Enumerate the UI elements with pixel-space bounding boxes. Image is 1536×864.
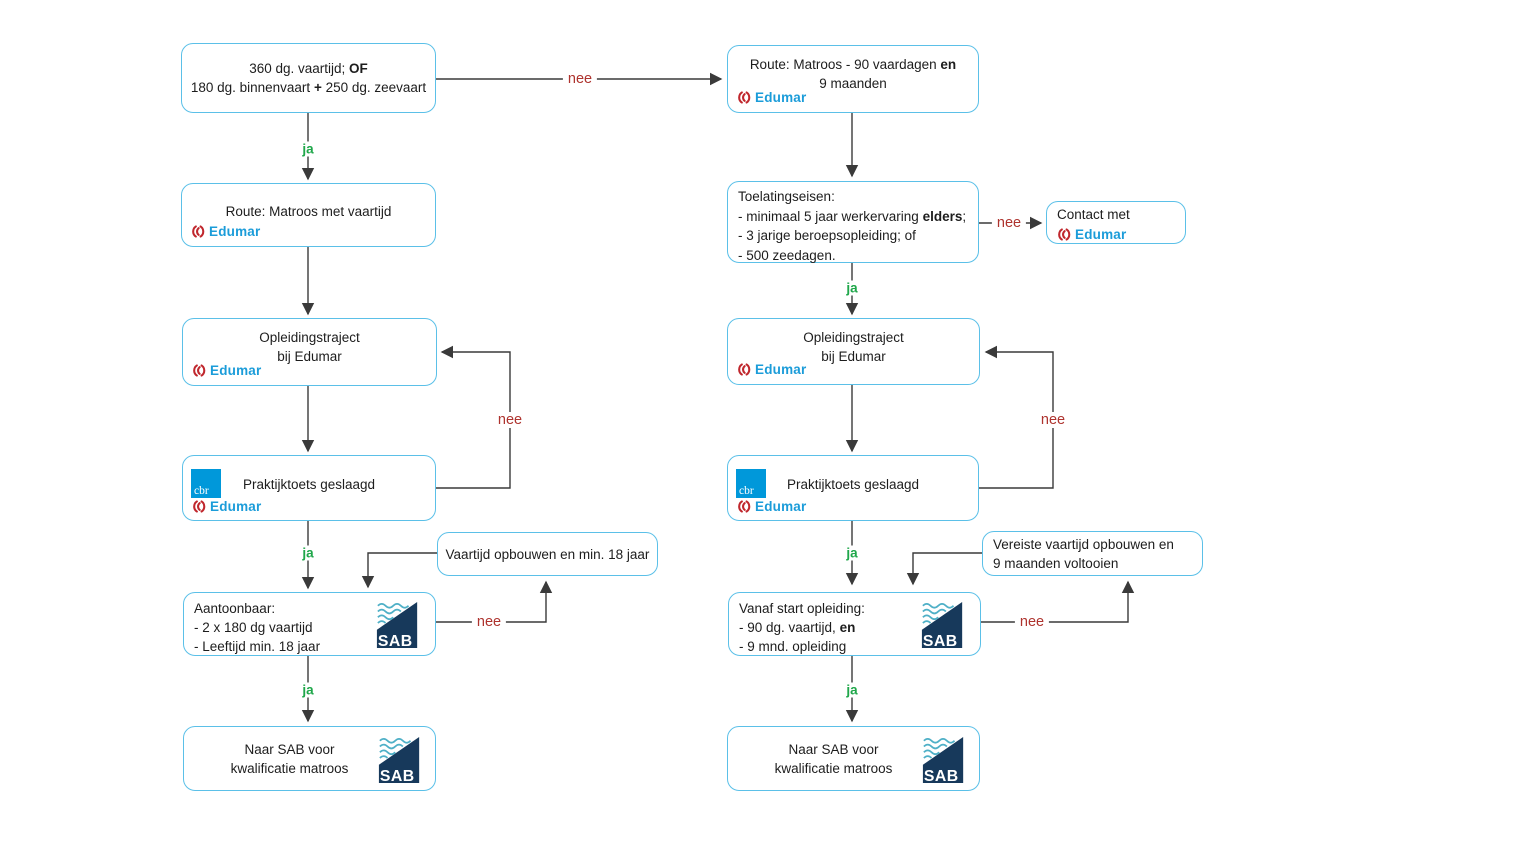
edumar-logo: Edumar	[737, 497, 806, 516]
edumar-logo-text: Edumar	[755, 362, 807, 377]
node-text-line: - Leeftijd min. 18 jaar	[194, 639, 321, 654]
edge-label-nee: nee	[1035, 412, 1071, 428]
node-text-line: - minimaal 5 jaar werkervaring elders;	[738, 208, 967, 224]
node-text-line: - 90 dg. vaartijd, en	[739, 620, 856, 635]
edge-label-ja: ja	[841, 280, 863, 296]
node-toelatingseisen: Toelatingseisen: - minimaal 5 jaar werke…	[727, 181, 979, 263]
edumar-logo-text: Edumar	[755, 499, 807, 514]
node-text-line: 360 dg. vaartijd; OF	[249, 61, 368, 76]
edumar-logo-icon	[1058, 228, 1071, 241]
sab-logo: SAB	[378, 736, 420, 784]
sab-logo-waves	[379, 738, 412, 759]
edumar-logo-text: Edumar	[210, 499, 262, 514]
edumar-logo-icon	[193, 364, 206, 377]
node-text-line: 180 dg. binnenvaart + 250 dg. zeevaart	[190, 80, 427, 95]
edumar-logo: Edumar	[737, 88, 806, 107]
edge-vereistebox-to-vanafstart	[906, 552, 982, 586]
edumar-logo: Edumar	[1057, 225, 1177, 244]
node-text-line: Route: Matroos - 90 vaardagen en	[749, 57, 957, 72]
sab-logo: SAB	[922, 736, 964, 784]
edge-label-ja: ja	[841, 545, 863, 561]
node-text-line: - 9 mnd. opleiding	[739, 639, 847, 654]
sab-logo-text: SAB	[924, 768, 959, 784]
node-text-line: kwalificatie matroos	[774, 760, 893, 776]
edge-label-nee: nee	[562, 71, 598, 87]
edumar-logo-text: Edumar	[1075, 227, 1127, 242]
edge-label-ja: ja	[297, 545, 319, 561]
node-naar-sab-left: Naar SAB voor kwalificatie matroos SAB	[183, 726, 436, 791]
node-text-line: Aantoonbaar:	[194, 601, 276, 616]
node-praktijktoets-right: cbr Praktijktoets geslaagd Edumar	[727, 455, 979, 521]
node-route-matroos-vaardagen: Route: Matroos - 90 vaardagen en 9 maand…	[727, 45, 979, 113]
edumar-logo: Edumar	[737, 360, 806, 379]
edge-label-nee: nee	[1014, 614, 1050, 630]
node-text-line: Vereiste vaartijd opbouwen en	[993, 537, 1174, 552]
node-praktijktoets-left: cbr Praktijktoets geslaagd Edumar	[182, 455, 436, 521]
edge-label-nee: nee	[991, 215, 1027, 231]
sab-logo-waves	[377, 603, 410, 624]
sab-logo-text: SAB	[378, 633, 413, 649]
cbr-logo: cbr	[736, 469, 766, 498]
edge-label-nee: nee	[471, 614, 507, 630]
node-text-line: Opleidingstraject	[803, 329, 904, 345]
sab-logo-waves	[923, 738, 956, 759]
node-text-line: 9 maanden	[819, 76, 887, 91]
edumar-logo-icon	[738, 363, 751, 376]
sab-logo: SAB	[376, 601, 418, 649]
node-vanaf-start-opleiding: Vanaf start opleiding: - 90 dg. vaartijd…	[728, 592, 981, 656]
sab-logo: SAB	[921, 601, 963, 649]
edumar-logo-icon	[738, 91, 751, 104]
node-contact-edumar: Contact met Edumar	[1046, 201, 1186, 244]
node-vereiste-vaartijd: Vereiste vaartijd opbouwen en 9 maanden …	[982, 531, 1203, 576]
edumar-logo-icon	[192, 225, 205, 238]
edge-label-ja: ja	[297, 682, 319, 698]
edumar-logo: Edumar	[191, 222, 260, 241]
node-route-matroos-vaartijd: Route: Matroos met vaartijd Edumar	[181, 183, 436, 247]
node-text-line: bij Edumar	[277, 349, 342, 364]
node-text-line: Opleidingstraject	[259, 330, 360, 345]
sab-logo-text: SAB	[923, 633, 958, 649]
cbr-logo-text: cbr	[739, 485, 754, 497]
node-text-line: kwalificatie matroos	[230, 760, 349, 776]
node-start-requirements: 360 dg. vaartijd; OF 180 dg. binnenvaart…	[181, 43, 436, 113]
node-text-line: - 3 jarige beroepsopleiding; of	[738, 228, 916, 243]
node-text-line: Vanaf start opleiding:	[739, 601, 865, 616]
node-text-line: Naar SAB voor	[244, 741, 335, 757]
node-text-line: Route: Matroos met vaartijd	[225, 203, 392, 219]
node-text-line: - 2 x 180 dg vaartijd	[194, 620, 313, 635]
node-naar-sab-right: Naar SAB voor kwalificatie matroos SAB	[727, 726, 980, 791]
edge-label-ja: ja	[841, 682, 863, 698]
node-text-line: bij Edumar	[821, 348, 886, 364]
sab-logo-waves	[922, 603, 955, 624]
edge-vanafstart-nee-to-vereistebox	[980, 580, 1135, 623]
cbr-logo: cbr	[191, 469, 221, 498]
edumar-logo-text: Edumar	[755, 90, 807, 105]
node-text-line: 9 maanden voltooien	[993, 556, 1119, 571]
edumar-logo-icon	[738, 500, 751, 513]
node-vaartijd-opbouwen: Vaartijd opbouwen en min. 18 jaar	[437, 532, 658, 576]
cbr-logo-text: cbr	[194, 485, 209, 497]
edge-label-ja: ja	[297, 141, 319, 157]
edge-vaartijdbox-to-aantoonbaar	[361, 552, 437, 589]
node-opleidingstraject-left: Opleidingstraject bij Edumar Edumar	[182, 318, 437, 386]
node-text-line: - 500 zeedagen.	[738, 247, 836, 263]
node-text-line: Vaartijd opbouwen en min. 18 jaar	[445, 546, 650, 562]
node-aantoonbaar: Aantoonbaar: - 2 x 180 dg vaartijd - Lee…	[183, 592, 436, 656]
edumar-logo: Edumar	[192, 497, 261, 516]
sab-logo-text: SAB	[380, 768, 415, 784]
node-opleidingstraject-right: Opleidingstraject bij Edumar Edumar	[727, 318, 980, 385]
node-text-line: Contact met	[1057, 207, 1130, 222]
node-text-line: Praktijktoets geslaagd	[786, 476, 920, 492]
edumar-logo-text: Edumar	[210, 363, 262, 378]
edumar-logo-icon	[193, 500, 206, 513]
node-text-line: Naar SAB voor	[788, 741, 879, 757]
edumar-logo: Edumar	[192, 361, 261, 380]
edge-label-nee: nee	[492, 412, 528, 428]
node-text-line: Praktijktoets geslaagd	[242, 476, 376, 492]
edumar-logo-text: Edumar	[209, 224, 261, 239]
node-text-line: Toelatingseisen:	[738, 189, 835, 204]
